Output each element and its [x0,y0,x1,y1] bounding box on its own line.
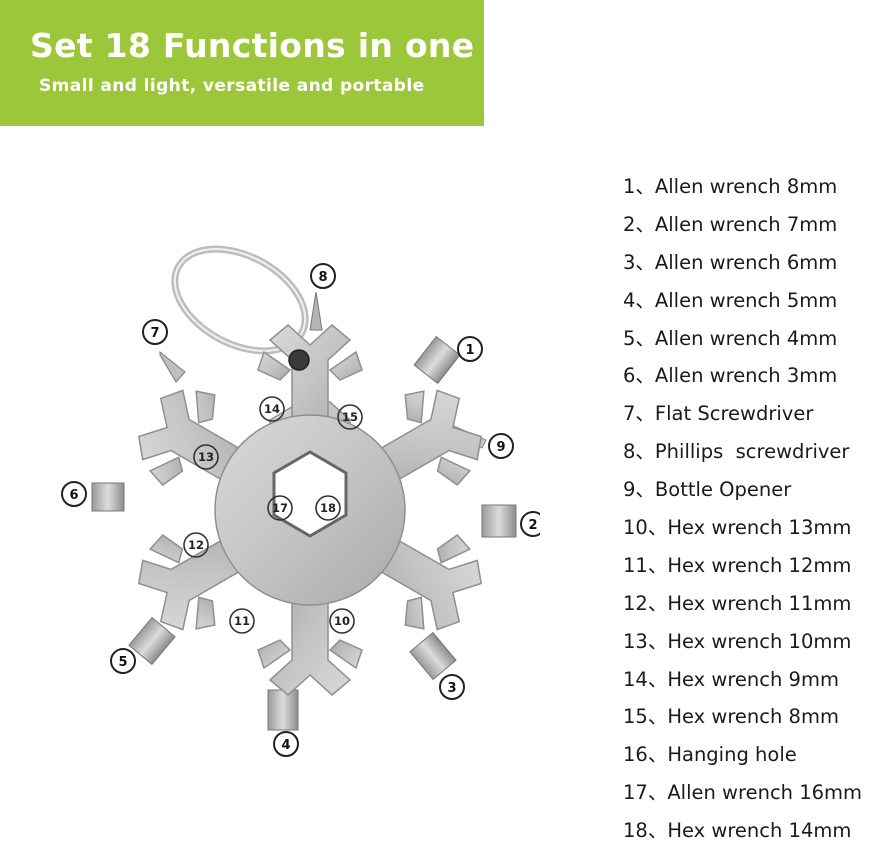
list-item: 12、Hex wrench 11mm [623,585,862,623]
key-ring [171,245,309,355]
svg-text:7: 7 [150,326,159,341]
svg-text:15: 15 [342,410,358,424]
svg-text:12: 12 [188,538,204,552]
svg-text:2: 2 [528,518,537,533]
list-item: 8、Phillips screwdriver [623,433,862,471]
callout-1: 1 [457,336,483,362]
svg-text:8: 8 [318,270,327,285]
item-number: 6、 [623,364,655,388]
hex-bits [91,291,517,731]
label-12: 12 [183,532,209,558]
list-item: 1、Allen wrench 8mm [623,168,862,206]
list-item: 5、Allen wrench 4mm [623,320,862,358]
item-number: 11、 [623,553,668,577]
callout-4: 4 [273,731,299,757]
item-number: 8、 [623,440,655,464]
list-item: 13、Hex wrench 10mm [623,623,862,661]
list-item: 15、Hex wrench 8mm [623,698,862,736]
item-number: 1、 [623,175,655,198]
svg-text:9: 9 [496,440,505,455]
svg-text:6: 6 [69,488,78,503]
item-label: Hex wrench 12mm [667,553,852,577]
item-number: 3、 [623,250,655,274]
item-number: 18、 [623,819,668,843]
svg-text:3: 3 [447,681,456,696]
label-17: 17 [267,495,293,521]
callout-6: 6 [61,481,87,507]
item-number: 15、 [623,705,668,729]
item-number: 5、 [623,326,655,350]
item-label: Allen wrench 6mm [654,250,838,274]
svg-text:4: 4 [281,738,290,753]
item-label: Allen wrench 16mm [667,781,863,805]
list-item: 10、Hex wrench 13mm [623,509,862,547]
item-label: Flat Screwdriver [654,402,814,426]
list-item: 14、Hex wrench 9mm [623,661,862,699]
svg-text:13: 13 [198,450,214,464]
item-label: Allen wrench 7mm [654,212,838,236]
title-banner: Set 18 Functions in one Small and light,… [0,0,484,126]
list-item: 17、Allen wrench 16mm [623,774,862,812]
item-number: 9、 [623,478,655,502]
item-label: Hanging hole [667,743,797,767]
item-label: Bottle Opener [654,478,792,502]
callout-7: 7 [142,319,168,345]
item-label: Hex wrench 9mm [667,667,839,691]
callout-9: 9 [488,433,514,459]
svg-text:17: 17 [272,501,288,515]
svg-text:1: 1 [465,343,474,358]
banner-subtitle: Small and light, versatile and portable [39,76,425,96]
list-item: 4、Allen wrench 5mm [623,282,862,320]
item-label: Hex wrench 8mm [667,705,839,729]
label-15: 15 [337,404,363,430]
item-label: Allen wrench 3mm [654,364,838,388]
item-label: Hex wrench 10mm [667,629,852,653]
item-number: 12、 [623,591,668,615]
item-label: Allen wrench 8mm [654,175,838,198]
svg-text:14: 14 [264,402,280,416]
item-number: 16、 [623,743,668,767]
snowflake-body [137,324,483,696]
item-number: 13、 [623,629,668,653]
item-number: 2、 [623,212,655,236]
callout-2: 2 [520,511,540,537]
svg-text:18: 18 [320,501,336,515]
list-item: 16、Hanging hole [623,736,862,774]
callout-8: 8 [310,263,336,289]
list-item: 11、Hex wrench 12mm [623,547,862,585]
callout-3: 3 [439,674,465,700]
svg-text:10: 10 [334,614,350,628]
item-number: 14、 [623,667,668,691]
list-item: 2、Allen wrench 7mm [623,206,862,244]
item-label: Hex wrench 14mm [667,819,852,843]
list-item: 6、Allen wrench 3mm [623,357,862,395]
item-label: Allen wrench 5mm [654,288,838,312]
label-10: 10 [329,608,355,634]
label-14: 14 [259,396,285,422]
label-18: 18 [315,495,341,521]
svg-text:11: 11 [234,614,250,628]
list-item: 3、Allen wrench 6mm [623,244,862,282]
list-item: 18、Hex wrench 14mm [623,812,862,850]
item-number: 4、 [623,288,655,312]
inner-labels: 14 15 13 17 18 12 11 10 [183,396,363,634]
list-item: 7、Flat Screwdriver [623,395,862,433]
item-label: Phillips screwdriver [654,440,850,464]
label-13: 13 [193,444,219,470]
item-number: 17、 [623,781,668,805]
item-label: Hex wrench 11mm [667,591,852,615]
list-item: 9、Bottle Opener [623,471,862,509]
outer-callouts: 1 2 3 4 5 6 7 8 9 [61,263,540,757]
item-label: Hex wrench 13mm [667,516,852,540]
function-list: 1、Allen wrench 8mm 2、Allen wrench 7mm 3、… [623,168,862,850]
item-number: 10、 [623,516,668,540]
label-11: 11 [229,608,255,634]
banner-title: Set 18 Functions in one [30,26,475,65]
item-number: 7、 [623,402,655,426]
snowflake-multitool-illustration: 14 15 13 17 18 12 11 10 1 2 3 4 5 6 7 8 … [61,245,540,757]
svg-text:5: 5 [118,655,127,670]
item-label: Allen wrench 4mm [654,326,838,350]
callout-5: 5 [110,648,136,674]
